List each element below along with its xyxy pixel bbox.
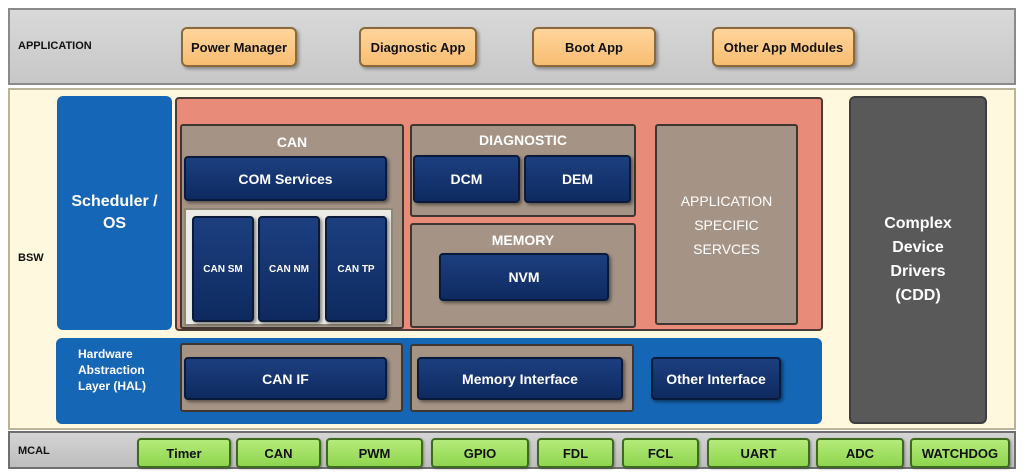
diagnostic-title: DIAGNOSTIC: [479, 132, 567, 148]
mcal-gpio-module: GPIO: [431, 438, 529, 468]
can-tp-module: CAN TP: [325, 216, 387, 322]
dcm-module: DCM: [413, 155, 520, 203]
memory-interface-module: Memory Interface: [417, 357, 623, 400]
scheduler-os-label: Scheduler / OS: [71, 193, 158, 232]
mcal-can-module: CAN: [236, 438, 321, 468]
can-title: CAN: [276, 134, 308, 150]
application-label: APPLICATION: [18, 40, 92, 52]
com-services-module: COM Services: [184, 156, 387, 201]
can-sm-module: CAN SM: [192, 216, 254, 322]
application-specific-services: APPLICATION SPECIFIC SERVCES: [655, 124, 798, 325]
mcal-fdl-module: FDL: [537, 438, 614, 468]
memory-title: MEMORY: [491, 232, 555, 248]
application-specific-services-label: APPLICATION SPECIFIC SERVCES: [680, 192, 773, 257]
application-layer: [8, 8, 1016, 85]
other-app-modules-module: Other App Modules: [712, 27, 855, 67]
mcal-pwm-module: PWM: [326, 438, 423, 468]
hal-label: Hardware Abstraction Layer (HAL): [78, 347, 147, 393]
mcal-adc-module: ADC: [816, 438, 904, 468]
mcal-label: MCAL: [18, 445, 50, 457]
cdd-label: Complex Device Drivers (CDD): [884, 215, 952, 304]
scheduler-os-block: Scheduler / OS: [57, 96, 172, 330]
diagnostic-app-module: Diagnostic App: [359, 27, 477, 67]
mcal-watchdog-module: WATCHDOG: [910, 438, 1010, 468]
nvm-module: NVM: [439, 253, 609, 301]
can-nm-module: CAN NM: [258, 216, 320, 322]
boot-app-module: Boot App: [532, 27, 656, 67]
mcal-timer-module: Timer: [137, 438, 231, 468]
other-interface-module: Other Interface: [651, 357, 781, 400]
complex-device-drivers-block: Complex Device Drivers (CDD): [849, 96, 987, 424]
dem-module: DEM: [524, 155, 631, 203]
can-if-module: CAN IF: [184, 357, 387, 400]
bsw-label: BSW: [18, 252, 44, 264]
power-manager-module: Power Manager: [181, 27, 297, 67]
mcal-uart-module: UART: [707, 438, 810, 468]
mcal-fcl-module: FCL: [622, 438, 699, 468]
